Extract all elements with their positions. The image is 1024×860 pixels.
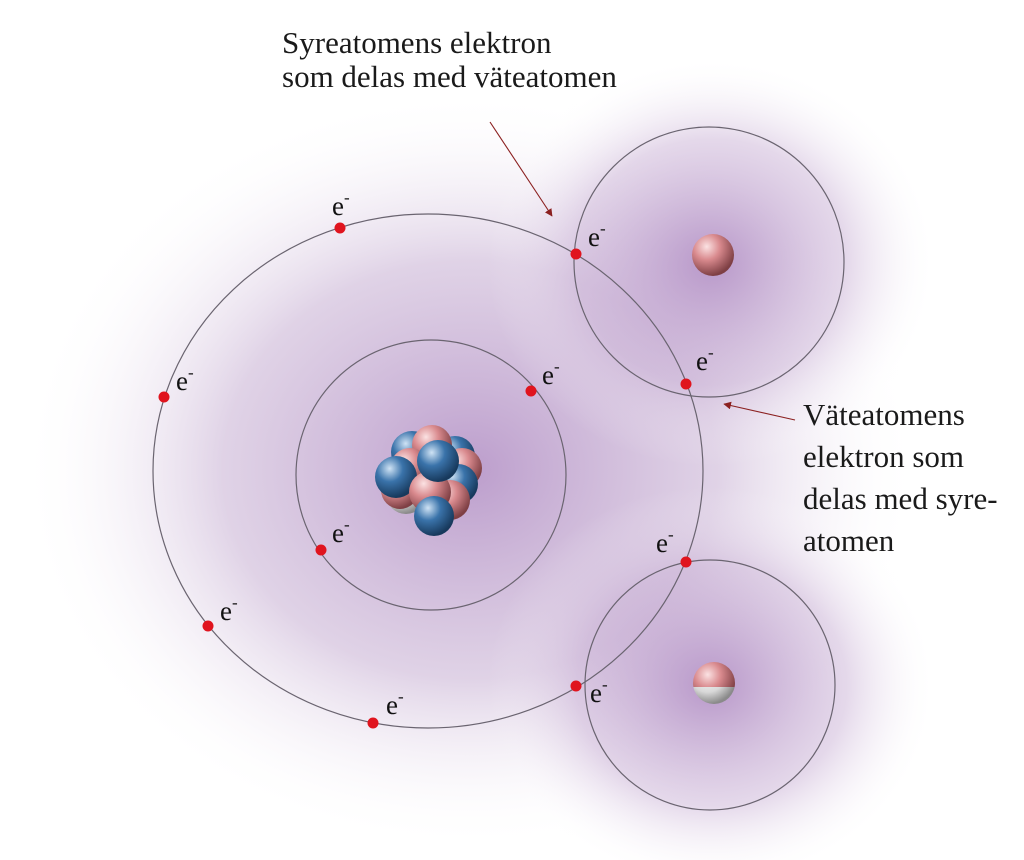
electron-label: e-: [332, 188, 350, 221]
label-hydrogen-line-4: atomen: [803, 523, 895, 558]
electron-dot: [680, 378, 692, 390]
hydrogen-nucleus-bottom: [693, 662, 735, 704]
hydrogen-top-orbit: [573, 126, 845, 398]
label-hydrogen-line-1: Väteatomens: [803, 397, 965, 432]
electron-label: e-: [386, 687, 404, 720]
label-hydrogen-line-3: delas med syre-: [803, 481, 998, 516]
oxygen-inner-orbit: [295, 339, 567, 611]
oxygen-nucleus: [375, 425, 482, 536]
electron-label: e-: [590, 675, 608, 708]
electron-dot: [570, 248, 582, 260]
label-oxygen-line-2: som delas med väteatomen: [282, 59, 617, 94]
hydrogen-nucleus-top: [692, 234, 734, 276]
electron-dot: [570, 680, 582, 692]
electron-dot: [202, 620, 214, 632]
electron-label: e-: [696, 343, 714, 376]
arrow-hydrogen-electron: [723, 401, 796, 421]
electron-dot: [525, 385, 537, 397]
electron-label: e-: [542, 357, 560, 390]
label-hydrogen-line-2: elektron som: [803, 439, 964, 474]
electron-dot: [680, 556, 692, 568]
electrons: e-e-e-e-e-e-e-e-e-e-: [158, 188, 714, 729]
orbits: [152, 126, 845, 811]
electron-label: e-: [176, 363, 194, 396]
hydrogen-bottom-orbit: [584, 559, 836, 811]
electron-label: e-: [220, 593, 238, 626]
oxygen-outer-orbit: [152, 213, 704, 729]
electron-dot: [315, 544, 327, 556]
electron-label: e-: [656, 525, 674, 558]
electron-label: e-: [588, 219, 606, 252]
arrow-oxygen-electron: [489, 121, 553, 217]
electron-dot: [334, 222, 346, 234]
label-oxygen-line-1: Syreatomens elektron: [282, 25, 552, 60]
electron-label: e-: [332, 515, 350, 548]
label-hydrogen-shared-electron: Väteatomens elektron som delas med syre-…: [803, 394, 998, 562]
electron-dot: [367, 717, 379, 729]
electron-dot: [158, 391, 170, 403]
label-oxygen-shared-electron: Syreatomens elektron som delas med vätea…: [282, 26, 617, 94]
